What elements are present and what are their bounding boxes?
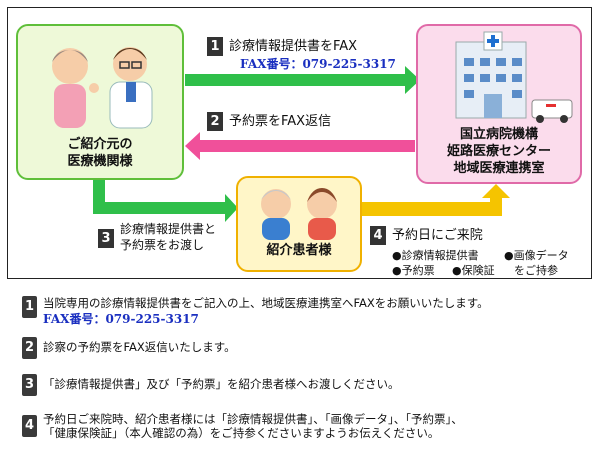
note-4-text-line1: 予約日ご来院時、紹介患者様には「診療情報提供書」、「画像データ」、「予約票」、 xyxy=(43,412,463,426)
bring-items-row1: ●診療情報提供書 ●画像データ xyxy=(392,248,569,263)
bring-item-insurance-card: ●保険証 xyxy=(452,264,495,277)
note-1-text: 当院専用の診療情報提供書をご記入の上、地域医療連携室へFAXをお願いいたします。 xyxy=(43,296,489,310)
arrow-3 xyxy=(93,180,238,222)
patient-label: 紹介患者様 xyxy=(266,243,332,258)
step-4-label: 予約日にご来院 xyxy=(392,228,483,243)
note-2-text: 診察の予約票をFAX返信いたします。 xyxy=(43,340,236,354)
patients-illustration xyxy=(261,188,337,240)
note-1-fax: FAX番号：079-225-3317 xyxy=(43,312,199,326)
diagram-frame xyxy=(7,7,592,279)
arrow-4 xyxy=(362,184,510,216)
step-1-fax: FAX番号：079-225-3317 xyxy=(240,57,396,71)
note-2: 2 診察の予約票をFAX返信いたします。 xyxy=(22,337,236,359)
hospital-icon xyxy=(455,31,573,123)
hospital-box: 国立病院機構 姫路医療センター 地域医療連携室 xyxy=(416,24,582,184)
step-1-number: 1 xyxy=(207,37,223,56)
bring-items-suffix: をご持参 xyxy=(514,264,558,277)
arrow-2 xyxy=(185,132,415,160)
step-3-label-line2: 予約票をお渡し xyxy=(120,238,205,252)
referrer-box: ご紹介元の 医療機関様 xyxy=(16,24,184,180)
note-2-number: 2 xyxy=(22,337,37,359)
note-4: 4 予約日ご来院時、紹介患者様には「診療情報提供書」、「画像データ」、「予約票」… xyxy=(22,412,463,440)
step-3-label-line1: 診療情報提供書と xyxy=(120,222,217,236)
arrow-1 xyxy=(185,66,420,94)
hospital-label: 国立病院機構 姫路医療センター 地域医療連携室 xyxy=(446,127,551,176)
step-2-number: 2 xyxy=(207,112,223,131)
bring-items-row2: ●予約票 ●保険証 をご持参 xyxy=(392,263,558,278)
note-4-text-line2: 「健康保険証」（本人確認の為）をご持参くださいますようお伝えください。 xyxy=(43,426,440,440)
patient-box: 紹介患者様 xyxy=(236,176,362,272)
bring-item-image-data: ●画像データ xyxy=(504,249,569,262)
note-4-number: 4 xyxy=(22,415,37,437)
note-3-number: 3 xyxy=(22,374,37,396)
step-3-number: 3 xyxy=(98,229,114,248)
step-1-label: 診療情報提供書をFAX xyxy=(229,39,358,54)
note-1-number: 1 xyxy=(22,296,37,318)
doctor-nurse-illustration xyxy=(52,47,153,129)
note-1: 1 当院専用の診療情報提供書をご記入の上、地域医療連携室へFAXをお願いいたしま… xyxy=(22,296,489,327)
note-3-text: 「診療情報提供書」及び「予約票」を紹介患者様へお渡しください。 xyxy=(43,377,400,391)
bring-item-referral: ●診療情報提供書 xyxy=(392,249,479,262)
referrer-label: ご紹介元の 医療機関様 xyxy=(67,137,133,169)
bring-item-reservation: ●予約票 xyxy=(392,264,435,277)
step-4-number: 4 xyxy=(370,226,386,245)
note-3: 3 「診療情報提供書」及び「予約票」を紹介患者様へお渡しください。 xyxy=(22,374,400,396)
step-2-label: 予約票をFAX返信 xyxy=(229,114,332,129)
